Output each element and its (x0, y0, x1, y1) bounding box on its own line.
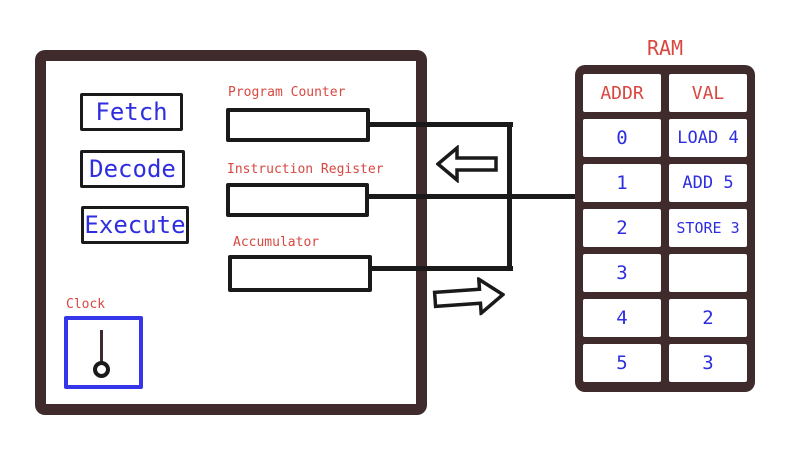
ram-val-0: LOAD 4 (669, 119, 747, 157)
pendulum-bob-icon (93, 361, 110, 378)
vertical-bus-wire (507, 122, 512, 271)
ram-header-val: VAL (669, 74, 747, 112)
program-counter-box (226, 108, 370, 142)
instruction-register-label: Instruction Register (227, 162, 384, 177)
execute-stage-box: Execute (81, 206, 189, 244)
fetch-stage-box: Fetch (80, 93, 183, 131)
acc-bus-wire (371, 266, 513, 271)
ir-bus-wire (369, 194, 576, 199)
ram-title: RAM (646, 36, 684, 60)
pc-bus-wire (370, 122, 513, 127)
ram-val-2: STORE 3 (669, 209, 747, 247)
accumulator-box (228, 255, 372, 292)
ram-addr-3: 3 (583, 254, 661, 292)
ram-val-4: 2 (669, 299, 747, 337)
clock-label: Clock (66, 297, 106, 312)
ram-val-1: ADD 5 (669, 164, 747, 202)
pendulum-rod-icon (100, 330, 103, 364)
ram-addr-0: 0 (583, 119, 661, 157)
instruction-register-box (226, 183, 369, 217)
program-counter-label: Program Counter (228, 85, 346, 100)
accumulator-label: Accumulator (233, 235, 320, 250)
arrow-right-icon (432, 275, 506, 317)
ram-val-3 (669, 254, 747, 292)
ram-header-addr: ADDR (583, 74, 661, 112)
decode-stage-box: Decode (80, 150, 185, 188)
ram-table: ADDR VAL 0 LOAD 4 1 ADD 5 2 STORE 3 3 4 … (575, 65, 755, 392)
ram-addr-4: 4 (583, 299, 661, 337)
arrow-left-icon (436, 145, 498, 183)
ram-addr-5: 5 (583, 344, 661, 382)
clock-box (64, 316, 143, 389)
ram-val-5: 3 (669, 344, 747, 382)
ram-addr-1: 1 (583, 164, 661, 202)
ram-addr-2: 2 (583, 209, 661, 247)
